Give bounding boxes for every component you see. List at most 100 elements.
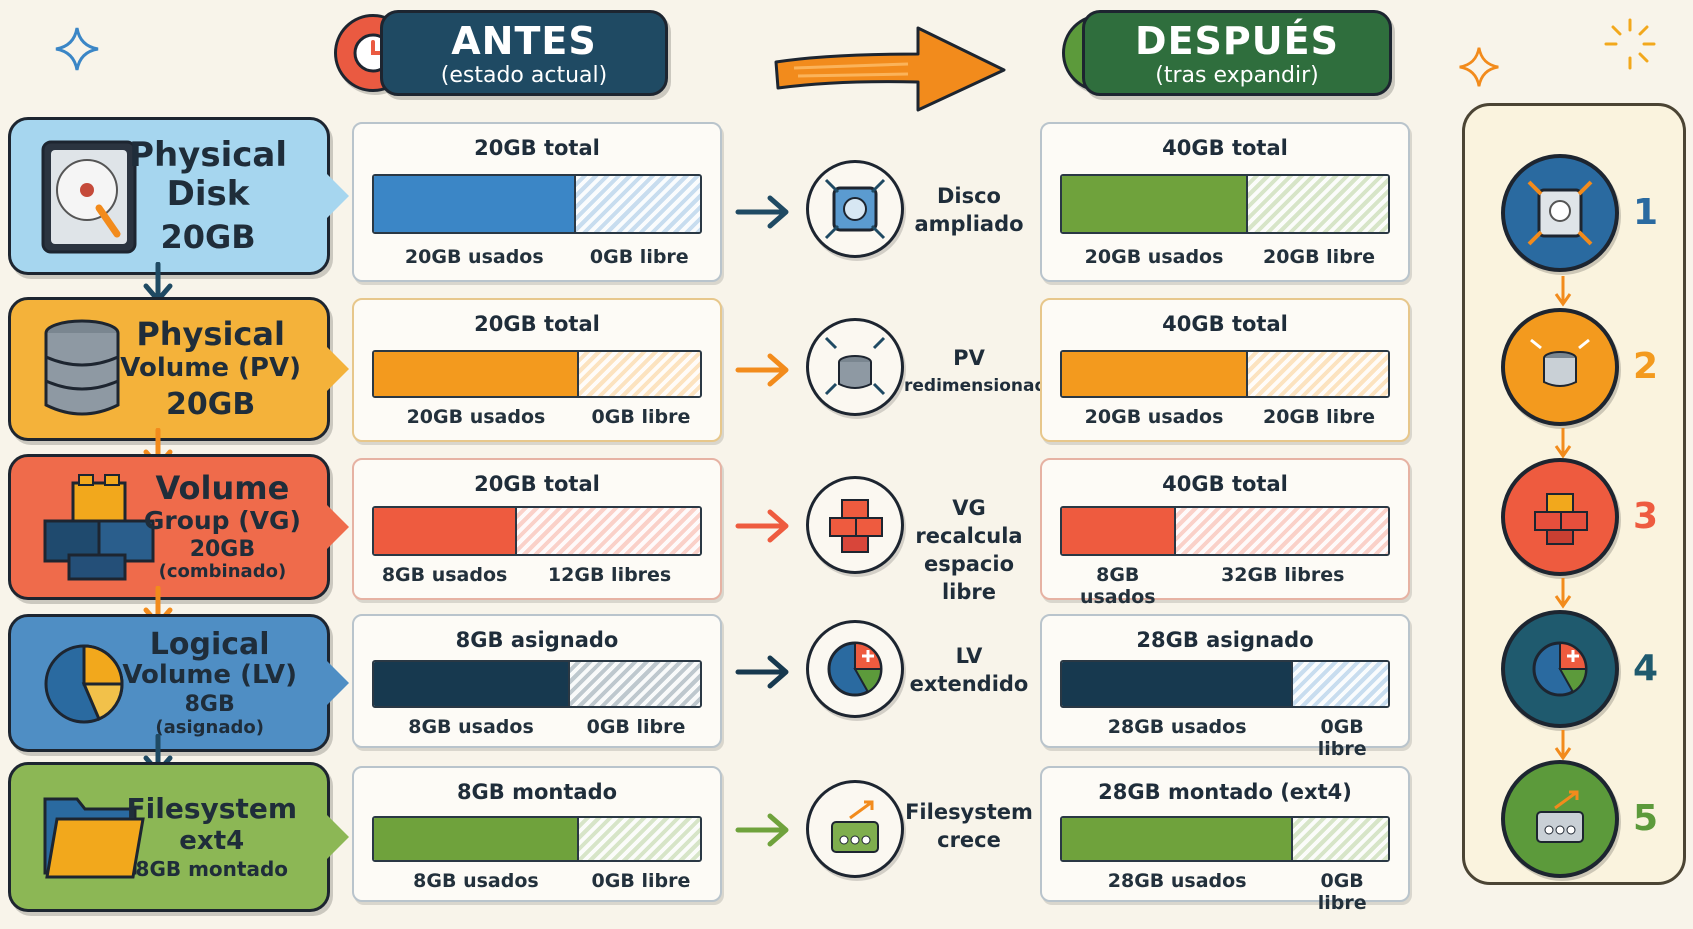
- header-after-subtitle: (tras expandir): [1155, 63, 1319, 88]
- before-panel-disk: 20GB total 20GB usados 0GB libre: [352, 122, 722, 282]
- step-number: 5: [1633, 798, 1659, 839]
- card-pointer: [327, 661, 349, 705]
- lego-blocks-icon: [43, 474, 155, 581]
- used-label: 8GB usados: [413, 870, 539, 892]
- usage-labels: 28GB usados 0GB libre: [1060, 716, 1390, 760]
- header-after-title: DESPUÉS: [1135, 19, 1339, 63]
- layer-label-line1: Physical: [136, 314, 285, 353]
- layer-label-line2: Volume (PV): [120, 353, 301, 384]
- after-panel-pv: 40GB total 20GB usados 20GB libre: [1040, 298, 1410, 442]
- usage-bar-free: [1247, 352, 1388, 396]
- usage-bar: [1060, 506, 1390, 556]
- usage-bar-used: [374, 176, 577, 232]
- right-arrow-icon: [735, 509, 789, 543]
- expand-disk-icon: [806, 160, 904, 258]
- panel-title: 8GB asignado: [455, 628, 619, 652]
- usage-bar-used: [374, 352, 580, 396]
- usage-labels: 20GB usados 20GB libre: [1060, 246, 1390, 268]
- panel-title: 40GB total: [1162, 312, 1288, 336]
- used-label: 28GB usados: [1107, 870, 1247, 892]
- free-label: 0GB libre: [586, 716, 686, 738]
- step-disk-icon: [1501, 154, 1619, 272]
- free-label: 0GB libre: [1317, 716, 1367, 760]
- header-before-subtitle: (estado actual): [440, 63, 608, 88]
- transition-line1: Disco: [936, 184, 1001, 208]
- free-label: 20GB libre: [1263, 246, 1376, 268]
- layer-label-line1: Filesystem: [126, 792, 297, 826]
- step-number: 1: [1633, 192, 1659, 233]
- usage-labels: 20GB usados 0GB libre: [372, 406, 702, 428]
- layer-size: 20GB: [189, 536, 256, 562]
- panel-title: 40GB total: [1162, 472, 1288, 496]
- header-before-title: ANTES: [451, 19, 597, 63]
- after-panel-lv: 28GB asignado 28GB usados 0GB libre: [1040, 614, 1410, 760]
- before-panel-fs: 8GB montado 8GB usados 0GB libre: [352, 766, 722, 902]
- transition-line2: redimensionado: [904, 376, 1059, 396]
- database-icon: [44, 319, 120, 416]
- card-pointer: [327, 505, 349, 549]
- used-label: 20GB usados: [404, 246, 544, 268]
- header-before: ANTES (estado actual): [380, 10, 668, 96]
- step-pv-icon: [1501, 308, 1619, 426]
- transition-line1: LV: [955, 644, 983, 668]
- used-label: 8GB usados: [381, 564, 508, 586]
- hard-disk-icon: [41, 140, 137, 254]
- layer-label-line2: Disk: [166, 174, 250, 215]
- panel-title: 28GB montado (ext4): [1098, 780, 1352, 804]
- layer-size: 20GB: [160, 217, 256, 256]
- pie-chart-icon: [44, 644, 124, 724]
- usage-bar-used: [374, 662, 570, 706]
- free-label: 32GB libres: [1221, 564, 1345, 586]
- step-vg-icon: [1501, 458, 1619, 576]
- usage-bar: [372, 350, 702, 398]
- usage-labels: 8GB usados 0GB libre: [372, 870, 702, 892]
- layer-note: (asignado): [155, 716, 264, 738]
- usage-bar-free: [569, 662, 700, 706]
- usage-labels: 20GB usados 0GB libre: [372, 246, 702, 268]
- transition-line2: ampliado: [914, 212, 1024, 236]
- right-arrow-icon: [735, 353, 789, 387]
- layer-size: 8GB montado: [135, 856, 289, 881]
- right-arrow-icon: [735, 655, 789, 689]
- before-panel-vg: 20GB total 8GB usados 12GB libres: [352, 458, 722, 600]
- usage-bar-free: [1247, 176, 1388, 232]
- layer-logical-volume: Logical Volume (LV) 8GB (asignado): [8, 614, 349, 752]
- layer-label-line2: Group (VG): [143, 505, 301, 535]
- folder-icon: [43, 797, 145, 879]
- card-pointer: [327, 174, 349, 218]
- usage-bar-free: [1176, 508, 1388, 554]
- usage-bar-free: [579, 818, 700, 860]
- after-panel-disk: 40GB total 20GB usados 20GB libre: [1040, 122, 1410, 282]
- usage-bar-free: [517, 508, 700, 554]
- sparkle-icon: [1459, 47, 1499, 87]
- layer-size: 20GB: [166, 386, 256, 422]
- sparkle-icon: [55, 27, 99, 71]
- after-panel-vg: 40GB total 8GB usados 32GB libres: [1040, 458, 1410, 608]
- usage-bar-free: [1293, 662, 1388, 706]
- transition-label: LV extendido: [904, 642, 1034, 698]
- layer-size: 8GB: [184, 692, 235, 718]
- transition-label: VG recalcula espacio libre: [904, 494, 1034, 606]
- layer-filesystem: Filesystem ext4 8GB montado: [8, 762, 349, 912]
- header-after: DESPUÉS (tras expandir): [1082, 10, 1392, 96]
- right-arrow-icon: [735, 195, 789, 229]
- card-pointer: [327, 347, 349, 391]
- usage-bar: [372, 660, 702, 708]
- used-label: 20GB usados: [1084, 246, 1224, 268]
- step-fs-icon: [1501, 760, 1619, 878]
- steps-sidebar: 1 2 3 4: [1462, 103, 1686, 885]
- panel-title: 20GB total: [474, 312, 600, 336]
- down-arrow-icon: [1554, 578, 1572, 609]
- panel-title: 28GB asignado: [1136, 628, 1314, 652]
- resize-database-icon: [806, 318, 904, 416]
- lego-blocks-icon: [806, 476, 904, 574]
- usage-bar: [372, 816, 702, 862]
- usage-bar: [1060, 174, 1390, 234]
- transition-line2: crece: [937, 828, 1001, 852]
- free-label: 12GB libres: [547, 564, 672, 586]
- after-panel-fs: 28GB montado (ext4) 28GB usados 0GB libr…: [1040, 766, 1410, 914]
- usage-labels: 8GB usados 0GB libre: [372, 716, 702, 738]
- layer-label-line1: Volume: [155, 469, 290, 508]
- usage-bar: [1060, 660, 1390, 708]
- transition-line1: VG recalcula: [915, 496, 1023, 548]
